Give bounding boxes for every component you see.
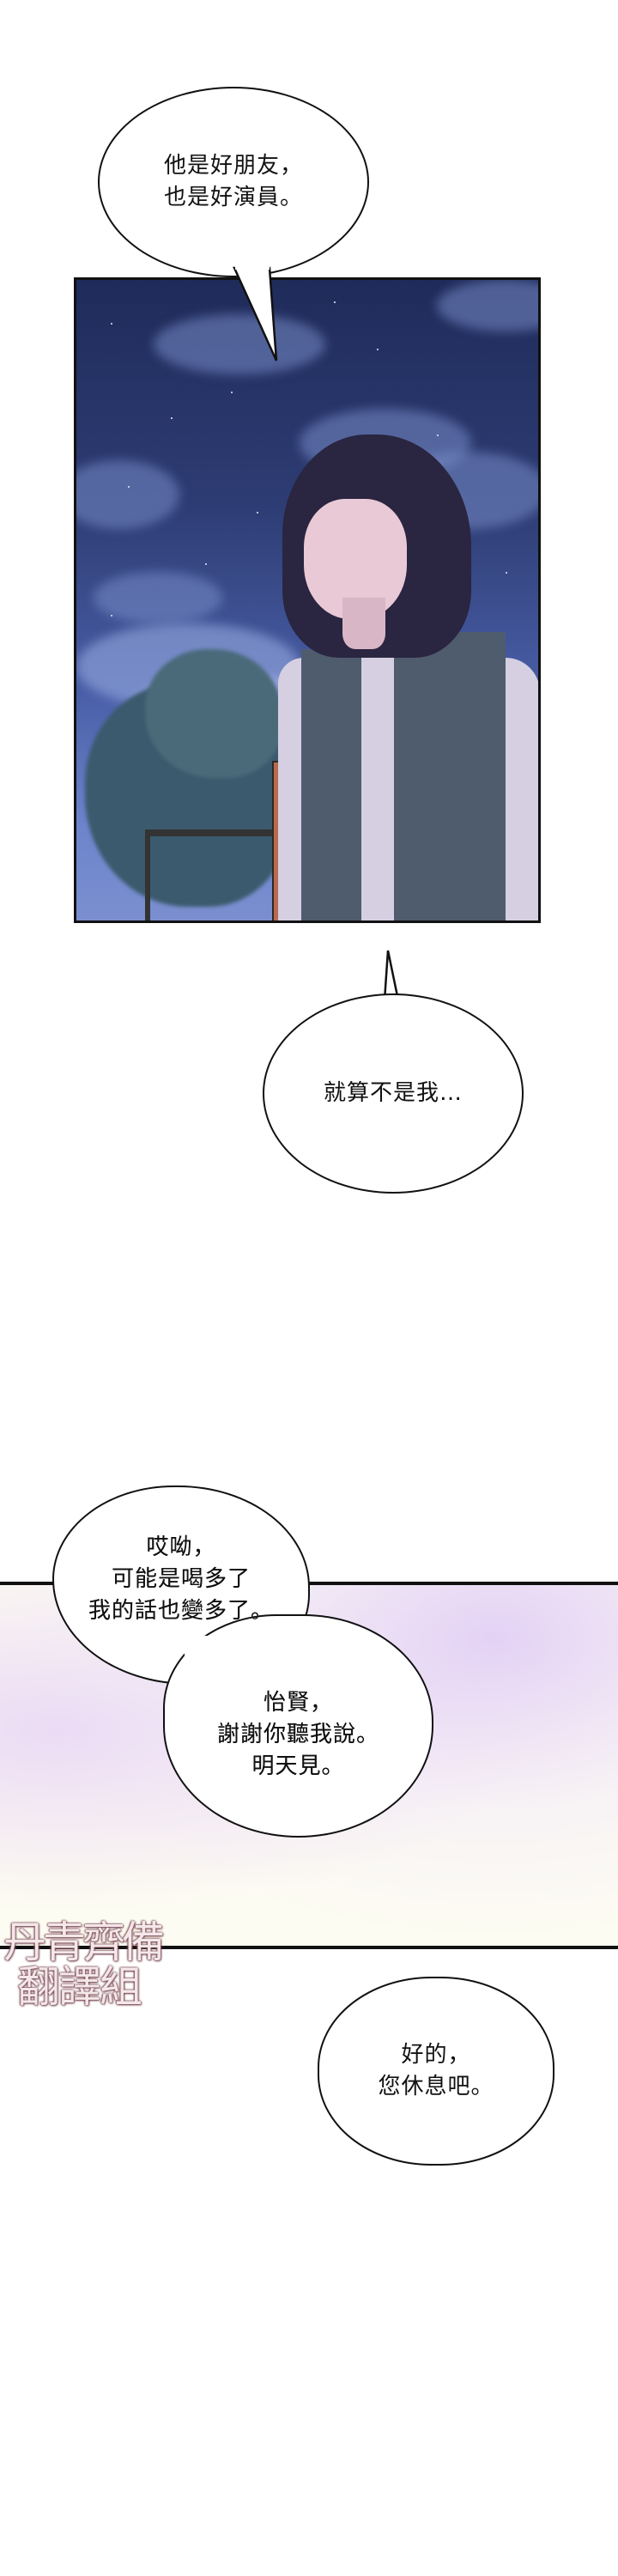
bubble-merge-patch [185, 1636, 296, 1687]
bubble-4-text-overlay: 怡賢， 謝謝你聽我說。 明天見。 [163, 1614, 433, 1838]
bubble-4-line-1-overlay: 怡賢， [263, 1689, 333, 1716]
bubble-4-line-2: 謝謝你聽我說。 [216, 1721, 379, 1747]
bubble-3-line-2: 可能是喝多了 [111, 1565, 251, 1592]
speech-bubble-1: 他是好朋友， 也是好演員。 [98, 87, 369, 277]
bubble-3-line-1-overlay: 哎呦， [146, 1534, 216, 1560]
speech-bubble-2: 就算不是我… [263, 993, 524, 1194]
bubble-1-line-2: 也是好演員。 [163, 185, 303, 210]
speech-bubble-5: 好的， 您休息吧。 [318, 1977, 554, 2166]
bubble-2-line-1: 就算不是我… [323, 1080, 463, 1106]
character-vest [301, 649, 361, 920]
bubble-3-line-1: 哎呦， [146, 1534, 216, 1560]
bubble-3-line-3-overlay: 我的話也變多了。 [88, 1597, 274, 1624]
watermark-line-1: 丹青齊備 [3, 1917, 165, 1967]
bubble-3-line-2-overlay: 可能是喝多了 [111, 1565, 251, 1592]
bubble-4-line-1: 怡賢， [263, 1689, 333, 1716]
bubble-4-line-2-overlay: 謝謝你聽我說。 [216, 1721, 379, 1747]
bubble-1-line-1: 他是好朋友， [163, 153, 303, 179]
bubble-1-tail [233, 258, 278, 361]
bubble-4-line-3-overlay: 明天見。 [251, 1753, 345, 1779]
watermark-line-2: 翻譯組 [17, 1962, 142, 2012]
bubble-2-tail [383, 950, 400, 1000]
panel-night-sky [74, 277, 541, 923]
bubble-5-line-2: 您休息吧。 [378, 2074, 494, 2099]
bubble-5-line-1: 好的， [401, 2042, 471, 2068]
bubble-3-text-overlay: 哎呦， 可能是喝多了 我的話也變多了。 [52, 1485, 310, 1685]
character-vest-right [394, 632, 506, 920]
bubble-4-line-3: 明天見。 [251, 1753, 345, 1779]
translator-watermark: 丹青齊備 翻譯組 [3, 1921, 209, 2008]
